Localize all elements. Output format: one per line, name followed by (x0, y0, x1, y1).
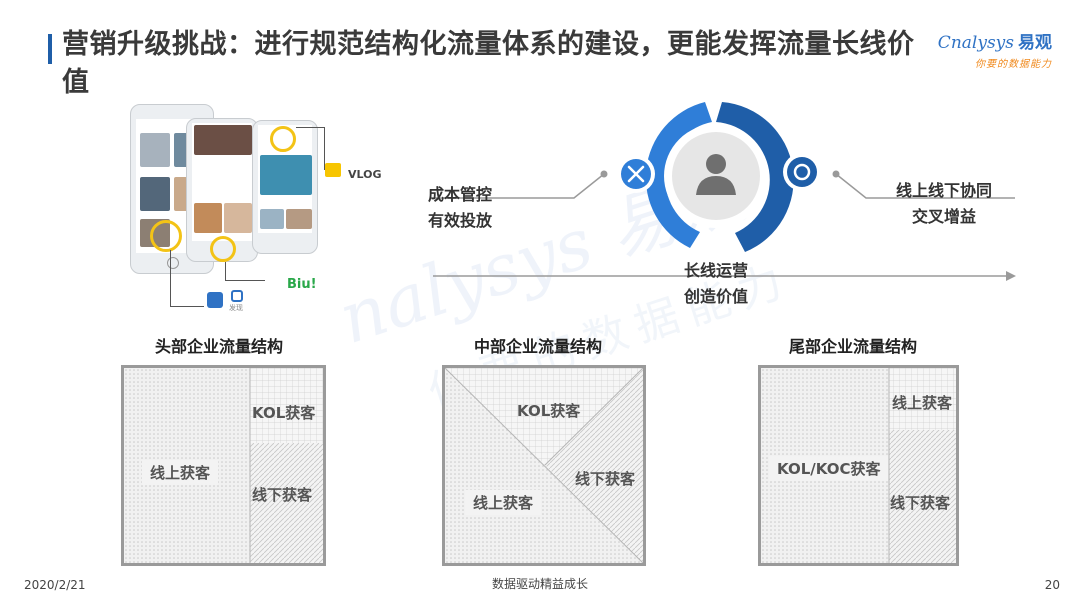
ring-arc-right (716, 102, 794, 252)
tail-offline-label: 线下获客 (890, 494, 951, 512)
callout-line (170, 306, 204, 307)
page-number: 20 (1044, 578, 1060, 592)
callout-line (296, 127, 324, 128)
feed-image (194, 203, 222, 233)
middle-divider-b (544, 368, 643, 466)
head-structure-box: 线上获客 KOL获客 线下获客 (121, 365, 326, 566)
middle-kol-label: KOL获客 (517, 402, 581, 420)
sync-icon-inner (787, 157, 817, 187)
cycle-left-line2: 有效投放 (428, 211, 493, 230)
head-online-label: 线上获客 (142, 460, 219, 485)
middle-structure-box: KOL获客 线下获客 线上获客 (442, 365, 646, 566)
highlight-ring (150, 220, 182, 252)
middle-structure-title: 中部企业流量结构 (474, 337, 603, 356)
tail-structure-title: 尾部企业流量结构 (789, 337, 918, 356)
cycle-right-label: 线上线下协同 交叉增益 (896, 178, 992, 230)
head-structure-title: 头部企业流量结构 (155, 337, 284, 356)
feed-image (260, 155, 312, 195)
phone-middle (186, 118, 258, 262)
callout-line (225, 280, 265, 281)
cycle-right-line1: 线上线下协同 (896, 181, 993, 200)
vlog-label: VLOG (348, 168, 382, 181)
ring-arc-left (645, 102, 712, 248)
footer-slogan: 数据驱动精益成长 (491, 577, 588, 591)
footer-date: 2020/2/21 (24, 578, 86, 592)
tail-structure-box: KOL/KOC获客 线上获客 线下获客 (758, 365, 959, 566)
tail-online-area (889, 368, 956, 430)
tools-icon-inner (621, 159, 651, 189)
phone-home-button (167, 257, 179, 269)
callout-line (170, 250, 171, 306)
right-connector-dot (832, 170, 840, 178)
callout-line (324, 127, 325, 170)
logo-tagline: 你要的数据能力 (975, 59, 1052, 70)
feed-image (286, 209, 312, 229)
cycle-bottom-label: 长线运营 创造价值 (684, 258, 748, 310)
watermark-brand: nalysys 易观 (329, 151, 757, 360)
camera-icon (231, 290, 243, 302)
phone-middle-screen (192, 123, 252, 241)
callout-line (225, 262, 226, 280)
cycle-right-line2: 交叉增益 (912, 207, 977, 226)
sync-icon-bg (783, 153, 821, 191)
title-accent-bar (48, 34, 52, 64)
tools-icon (627, 165, 645, 183)
middle-divider-a (445, 368, 643, 563)
cycle-left-label: 成本管控 有效投放 (428, 182, 492, 234)
cycle-left-line1: 成本管控 (428, 185, 493, 204)
phone-illustration (128, 104, 328, 274)
tail-offline-area (889, 430, 956, 563)
middle-offline-area (545, 368, 643, 563)
feed-image (140, 177, 170, 211)
logo-c-glyph: C (937, 33, 951, 53)
page-title: 营销升级挑战：进行规范结构化流量体系的建设，更能发挥流量长线价值 (62, 29, 915, 98)
feed-image (194, 125, 252, 155)
cycle-bottom-line1: 长线运营 (684, 261, 749, 280)
highlight-ring (210, 236, 236, 262)
middle-structure-pattern (445, 368, 643, 563)
biu-label: Biu! (287, 277, 317, 292)
head-offline-area (250, 443, 323, 563)
cycle-bottom-line2: 创造价值 (684, 287, 749, 306)
camera-label: 发现 (229, 304, 243, 312)
center-inner-circle (672, 132, 760, 220)
feed-image (140, 133, 170, 167)
logo-cn: 易观 (1018, 33, 1052, 53)
tail-kol-koc-label: KOL/KOC获客 (769, 456, 889, 481)
left-connector-dot (600, 170, 608, 178)
share-icon (207, 292, 223, 308)
highlight-ring (270, 126, 296, 152)
timeline-arrow-head (1006, 271, 1016, 281)
middle-online-label: 线上获客 (465, 490, 542, 515)
feed-image (260, 209, 284, 229)
sync-icon (793, 163, 811, 181)
head-offline-label: 线下获客 (252, 486, 313, 504)
feed-image (224, 203, 252, 233)
logo-brand: nalysys (950, 33, 1014, 53)
tools-icon-bg (617, 155, 655, 193)
middle-offline-label: 线下获客 (575, 470, 636, 488)
vlog-icon (325, 163, 341, 177)
person-icon (696, 154, 736, 195)
center-circle (664, 124, 768, 228)
middle-kol-area (445, 368, 643, 465)
tail-online-label: 线上获客 (892, 394, 953, 412)
head-kol-area (250, 368, 323, 443)
head-kol-label: KOL获客 (252, 404, 316, 422)
